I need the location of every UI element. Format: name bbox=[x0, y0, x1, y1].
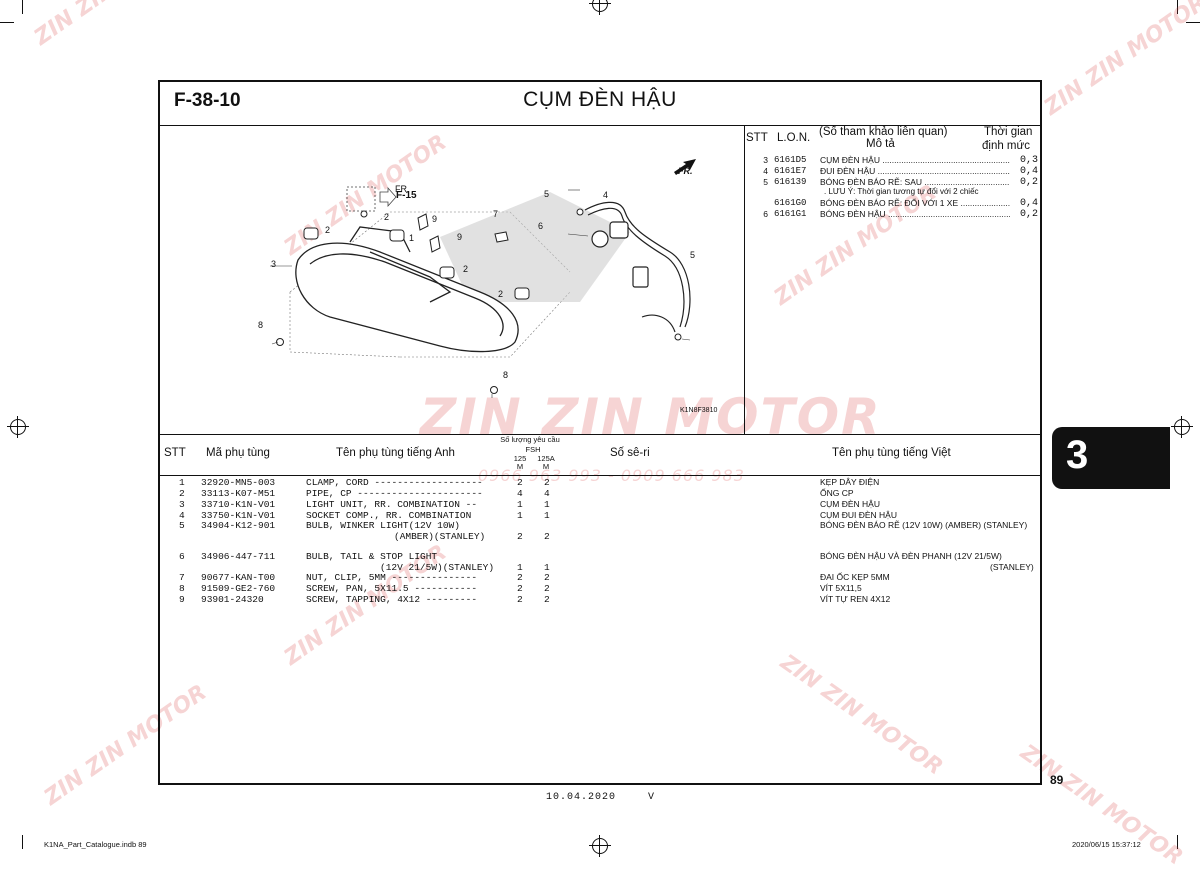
callout-6: 6 bbox=[538, 221, 544, 231]
parts-row: 5 34904-K12-901 BULB, WINKER LIGHT(12V 1… bbox=[179, 520, 1028, 531]
parts-row-cont: (AMBER)(STANLEY) 2 2 bbox=[394, 531, 550, 542]
qty-col1: 125 bbox=[513, 454, 527, 463]
parts-row: 4 33750-K1N-V01 SOCKET COMP., RR. COMBIN… bbox=[179, 510, 897, 521]
crop-mark bbox=[1186, 22, 1200, 23]
parts-row: 3 33710-K1N-V01 LIGHT UNIT, RR. COMBINAT… bbox=[179, 499, 880, 510]
page-title: CỤM ĐÈN HẬU bbox=[523, 88, 677, 111]
parts-row: 7 90677-KAN-T00 NUT, CLIP, 5MM ---------… bbox=[179, 572, 890, 583]
parts-header-stt: STT bbox=[164, 447, 186, 459]
catalogue-frame: F-38-10 CỤM ĐÈN HẬU STT L.O.N. (Số tham … bbox=[158, 80, 1042, 785]
crop-mark bbox=[0, 22, 14, 23]
callout-5: 5 bbox=[690, 250, 696, 260]
figure-code: F-38-10 bbox=[174, 90, 241, 111]
lon-header-time2: định mức bbox=[982, 140, 1030, 152]
parts-header-part-no: Mã phụ tùng bbox=[206, 447, 270, 459]
slug-file: K1NA_Part_Catalogue.indb 89 bbox=[44, 840, 147, 849]
parts-row: 8 91509-GE2-760 SCREW, PAN, 5X11.5 -----… bbox=[179, 583, 862, 594]
fr-label: FR. bbox=[678, 166, 693, 176]
lon-row: 5 616139 BÓNG ĐÈN BÁO RẼ: SAU ..........… bbox=[763, 177, 1038, 188]
lon-header-ref: (Số tham khảo liên quan) bbox=[819, 126, 948, 138]
lon-row: 3 6161D5 CỤM ĐÈN HẬU ...................… bbox=[763, 155, 1038, 166]
registration-mark bbox=[7, 416, 29, 438]
callout-7: 7 bbox=[493, 209, 499, 219]
callout-2: 2 bbox=[498, 289, 504, 299]
qty-header: Số lượng yêu cầu bbox=[500, 435, 560, 444]
crop-mark bbox=[1177, 0, 1178, 14]
parts-header-name-en: Tên phụ tùng tiếng Anh bbox=[336, 447, 455, 459]
divider bbox=[160, 125, 1040, 126]
lon-note: . LƯU Ý: Thời gian tương tự đổi với 2 ch… bbox=[824, 187, 979, 196]
crop-mark bbox=[22, 835, 23, 849]
callout-8: 8 bbox=[258, 320, 264, 330]
qty-m2: M bbox=[542, 462, 550, 471]
parts-row: 2 33113-K07-M51 PIPE, CP ---------------… bbox=[179, 488, 854, 499]
divider bbox=[744, 125, 745, 434]
figure-code-ref: K1N8F3810 bbox=[680, 407, 718, 414]
lon-header-desc: Mô tả bbox=[866, 138, 895, 150]
callout-1: 1 bbox=[409, 233, 415, 243]
callout-2: 2 bbox=[384, 212, 390, 222]
footer-version: V bbox=[648, 792, 656, 803]
ref-label-f15: F-15 bbox=[396, 190, 417, 201]
watermark-brand-corner: ZIN ZIN MOTOR bbox=[1040, 0, 1200, 121]
qty-m1: M bbox=[516, 462, 524, 471]
callout-9: 9 bbox=[432, 214, 438, 224]
callout-8: 8 bbox=[503, 370, 509, 380]
parts-header-serial: Số sê-ri bbox=[610, 447, 650, 459]
page-number: 89 bbox=[1050, 773, 1064, 787]
callout-2: 2 bbox=[463, 264, 469, 274]
section-tab-number: 3 bbox=[1066, 433, 1089, 477]
callout-9: 9 bbox=[457, 232, 463, 242]
exploded-diagram bbox=[270, 159, 696, 398]
registration-mark bbox=[589, 835, 611, 857]
parts-row: 6 34906-447-711 BULB, TAIL & STOP LIGHT … bbox=[179, 551, 1002, 562]
lon-row: 6 6161G1 BÓNG ĐÈN HẬU ..................… bbox=[763, 209, 1038, 220]
parts-row: 9 93901-24320 SCREW, TAPPING, 4X12 -----… bbox=[179, 594, 891, 605]
crop-mark bbox=[1177, 835, 1178, 849]
lon-row: 4 6161E7 ĐUI ĐÈN HẬU ...................… bbox=[763, 166, 1038, 177]
crop-mark bbox=[22, 0, 23, 14]
parts-row-cont: (12V 21/5W)(STANLEY) 1 1 (STANLEY) bbox=[380, 562, 1034, 573]
qty-model: FSH bbox=[525, 445, 541, 454]
lon-row: 6161G0 BÓNG ĐÈN BÁO RẼ: ĐỔI VỚI 1 XE ...… bbox=[774, 198, 1038, 209]
lon-header-time1: Thời gian bbox=[984, 126, 1033, 138]
watermark-brand: ZIN ZIN MOTOR bbox=[420, 388, 882, 446]
parts-header-name-vi: Tên phụ tùng tiếng Việt bbox=[832, 447, 951, 459]
direction-label: FR. bbox=[395, 184, 410, 194]
qty-col2: 125A bbox=[537, 454, 555, 463]
callout-5: 5 bbox=[544, 189, 550, 199]
lon-header-stt: STT bbox=[746, 132, 768, 144]
callout-4: 4 bbox=[603, 190, 609, 200]
watermark-brand-corner: ZIN ZIN MOTOR bbox=[30, 0, 201, 50]
registration-mark bbox=[589, 0, 611, 15]
registration-mark bbox=[1171, 416, 1193, 438]
footer-date: 10.04.2020 bbox=[546, 792, 617, 803]
lon-header-lon: L.O.N. bbox=[777, 132, 811, 144]
section-tab: 3 bbox=[1052, 427, 1170, 489]
divider bbox=[160, 434, 1040, 435]
callout-2: 2 bbox=[325, 225, 331, 235]
divider bbox=[160, 475, 1040, 476]
callout-3: 3 bbox=[271, 259, 277, 269]
slug-timestamp: 2020/06/15 15:37:12 bbox=[1072, 840, 1141, 849]
parts-row: 1 32920-MN5-003 CLAMP, CORD ------------… bbox=[179, 477, 880, 488]
